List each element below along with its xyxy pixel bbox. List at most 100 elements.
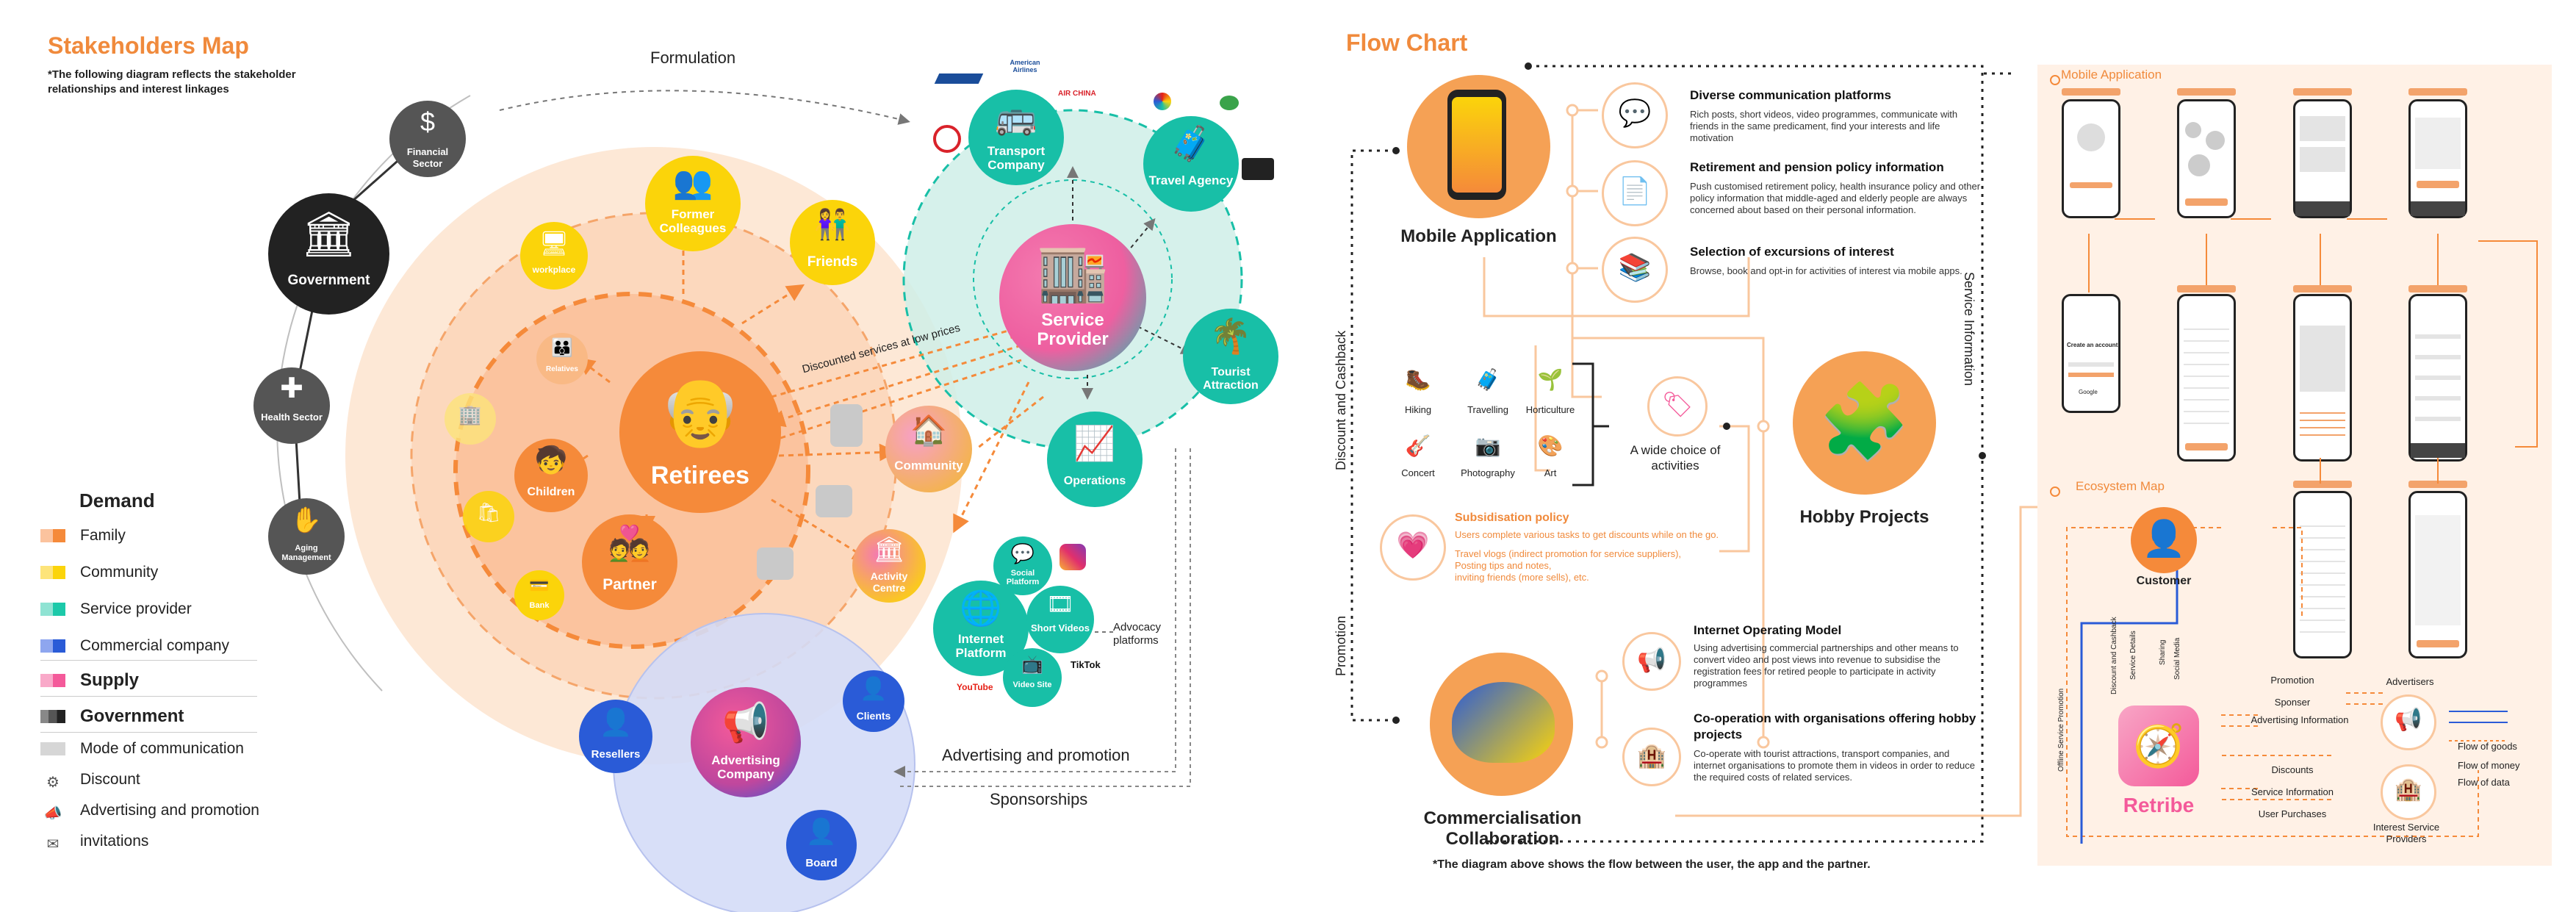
phone-screen-post (2293, 294, 2352, 462)
flowchart-note: *The diagram above shows the flow betwee… (1433, 858, 1871, 871)
phone-screen-profile (2408, 99, 2467, 218)
house-icon: 🏠 (910, 414, 947, 447)
globe-icon: 🌐 (960, 589, 1002, 627)
feature-1-body: Rich posts, short videos, video programm… (1690, 109, 1958, 143)
stakeholders-title: Stakeholders Map (48, 32, 249, 59)
flow-sponser: Sponser (2274, 697, 2311, 708)
advertising-company-node: 📢 Advertising Company (691, 687, 801, 797)
care-hand-icon: ✋ (290, 506, 323, 534)
service-provider-node: 🏬 Service Provider (999, 224, 1146, 371)
partner-node: 💑 Partner (582, 514, 677, 610)
panel-mobile-app-title: Mobile Application (2061, 68, 2162, 82)
government-building-icon: 🏛 (301, 209, 357, 259)
stakeholders-note: *The following diagram reflects the stak… (48, 68, 296, 96)
flowchart-diagram (1350, 62, 2043, 843)
flowchart-title: Flow Chart (1346, 29, 1468, 56)
legend-advpromo: 📣 Advertising and promotion (40, 801, 259, 822)
gear-icon: ⚙ (46, 775, 60, 791)
bank-node: 💳 Bank (514, 570, 564, 620)
operations-label: Operations (1063, 475, 1126, 487)
railway-logo (933, 125, 961, 153)
financial-sector-label: Financial Sector (406, 146, 449, 169)
aging-management-node: ✋ Aging Management (268, 498, 345, 575)
aging-management-label: Aging Management (281, 544, 331, 562)
service-information-side-label: Service Information (1962, 272, 1976, 387)
supply-swatch (40, 674, 65, 687)
board-label: Board (805, 857, 838, 869)
tourism-logo (1154, 93, 1171, 110)
monitor-icon: 🖥 (539, 230, 569, 256)
legend-family: Family (40, 526, 126, 545)
transport-company-node: 🚌 Transport Company (968, 90, 1064, 185)
video-site-label: Video Site (1012, 681, 1052, 689)
youtube-logo: YouTube (957, 682, 993, 692)
activity-photography: Photography (1461, 467, 1515, 478)
legend-divider (40, 696, 257, 697)
flow-discounts: Discounts (2271, 764, 2314, 775)
legend-flow-data: Flow of data (2458, 777, 2510, 788)
advertising-promotion-label: Advertising and promotion (942, 746, 1130, 764)
short-videos-label: Short Videos (1031, 622, 1090, 633)
suitcase-icon: 🧳 (1170, 124, 1212, 162)
clients-label: Clients (856, 710, 891, 722)
mobile-app-label: Mobile Application (1400, 226, 1557, 246)
hobby-projects-circle: 🧩 (1793, 351, 1936, 495)
flow-promotion: Promotion (2270, 675, 2314, 686)
travel-brand-logo (1242, 158, 1274, 180)
legend-demand: Demand (79, 489, 155, 511)
relatives-node: 👪 Relatives (536, 333, 588, 384)
bank-label: Bank (529, 601, 550, 610)
chat-bubble-icon: 💬 (1010, 542, 1035, 564)
phone-screen-home (2293, 99, 2352, 218)
government-swatch (40, 710, 65, 723)
phone-screen-services (2408, 294, 2467, 462)
layers-feature-icon: 📚 (1602, 237, 1668, 303)
legend-discount: ⚙ Discount (40, 770, 140, 791)
elder-person-icon: 👴 (658, 376, 742, 449)
internet-platform-label: Internet Platform (955, 632, 1007, 660)
children-node: 🧒 Children (514, 439, 588, 512)
travel-agency-node: 🧳 Travel Agency (1143, 116, 1239, 212)
legend-community-label: Community (80, 564, 159, 581)
google-text: Google (2079, 389, 2098, 395)
community-node: 🏠 Community (885, 406, 972, 492)
instagram-icon (1059, 544, 1086, 570)
bus-icon: 🚌 (995, 98, 1037, 136)
eco-vlabel-2: Service Details (2129, 631, 2137, 680)
legend-mode-label: Mode of communication (80, 740, 244, 757)
envelope-icon: ✉ (46, 836, 60, 852)
children-icon: 🧒 (534, 445, 568, 475)
former-colleagues-node: 👥 Former Colleagues (645, 156, 741, 251)
model-1-body: Using advertising commercial partnership… (1694, 642, 1959, 689)
building-icon: 🏢 (458, 403, 483, 426)
megaphone-model-icon: 📢 (1622, 632, 1681, 691)
board-node: 👤 Board (786, 810, 857, 880)
screen-title-bar (2408, 481, 2467, 488)
model-2-title: Co-operation with organisations offering… (1694, 711, 1976, 742)
building-model-icon: 🏨 (1622, 728, 1681, 786)
bullet-dot (2050, 75, 2060, 85)
activities-caption: A wide choice of activities (1630, 443, 1721, 473)
promotion-side-label: Promotion (1334, 615, 1348, 676)
building-node: 🏢 (445, 393, 496, 445)
eco-vlabel-1: Discount and Cashback (2110, 617, 2118, 694)
legend-invitations: ✉ invitations (40, 832, 149, 852)
retirees-label: Retirees (650, 462, 750, 489)
megaphone-icon: 📢 (722, 702, 770, 744)
feature-2-title: Retirement and pension policy informatio… (1690, 160, 1944, 174)
eco-vlabel-4: Social Media (2173, 637, 2181, 680)
advertisers-label: Advertisers (2386, 676, 2434, 687)
subsidy-title: Subsidisation policy (1455, 511, 1569, 524)
flow-service-info: Service Information (2251, 786, 2334, 797)
advertising-company-label: Advertising Company (711, 753, 780, 781)
subsidy-line-3: Posting tips and notes, (1455, 560, 1552, 571)
activity-hiking: Hiking (1404, 404, 1432, 415)
customer-node: 👤 (2131, 507, 2197, 573)
interest-provider-icon: 🏨 (2381, 764, 2436, 820)
model-1-title: Internet Operating Model (1694, 623, 1842, 637)
chart-icon: 📈 (1073, 424, 1116, 462)
short-videos-node: 🎞 Short Videos (1026, 586, 1094, 653)
relatives-icon: 👪 (551, 338, 573, 358)
phone-screen-login (2062, 99, 2120, 218)
legend-government-label: Government (80, 706, 184, 726)
